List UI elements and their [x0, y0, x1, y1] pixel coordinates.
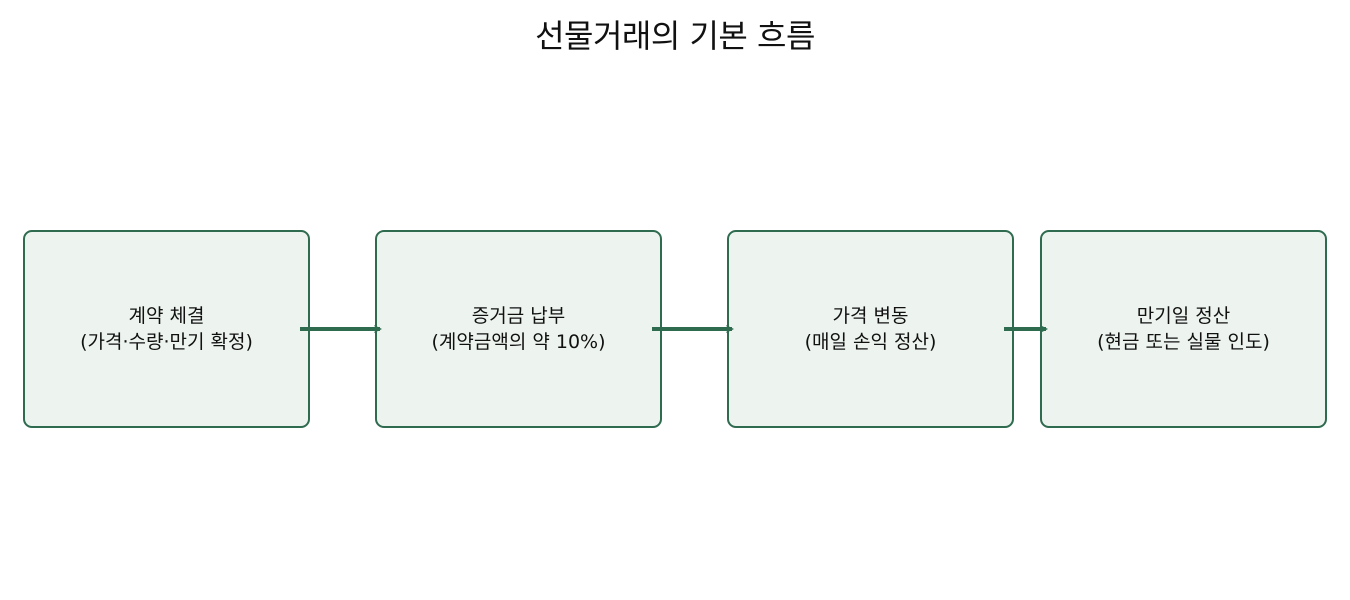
step-box-price-change: 가격 변동 (매일 손익 정산) [727, 230, 1014, 428]
step-detail: (가격·수량·만기 확정) [80, 331, 253, 353]
step-title: 계약 체결 [128, 305, 205, 327]
step-box-margin: 증거금 납부 (계약금액의 약 10%) [375, 230, 662, 428]
step-detail: (계약금액의 약 10%) [431, 331, 606, 353]
step-title: 가격 변동 [832, 305, 909, 327]
step-detail: (현금 또는 실물 인도) [1097, 331, 1270, 353]
step-box-contract: 계약 체결 (가격·수량·만기 확정) [23, 230, 310, 428]
step-title: 만기일 정산 [1136, 305, 1231, 327]
step-box-settlement: 만기일 정산 (현금 또는 실물 인도) [1040, 230, 1327, 428]
step-title: 증거금 납부 [471, 305, 566, 327]
step-detail: (매일 손익 정산) [804, 331, 937, 353]
diagram-title: 선물거래의 기본 흐름 [535, 17, 815, 55]
